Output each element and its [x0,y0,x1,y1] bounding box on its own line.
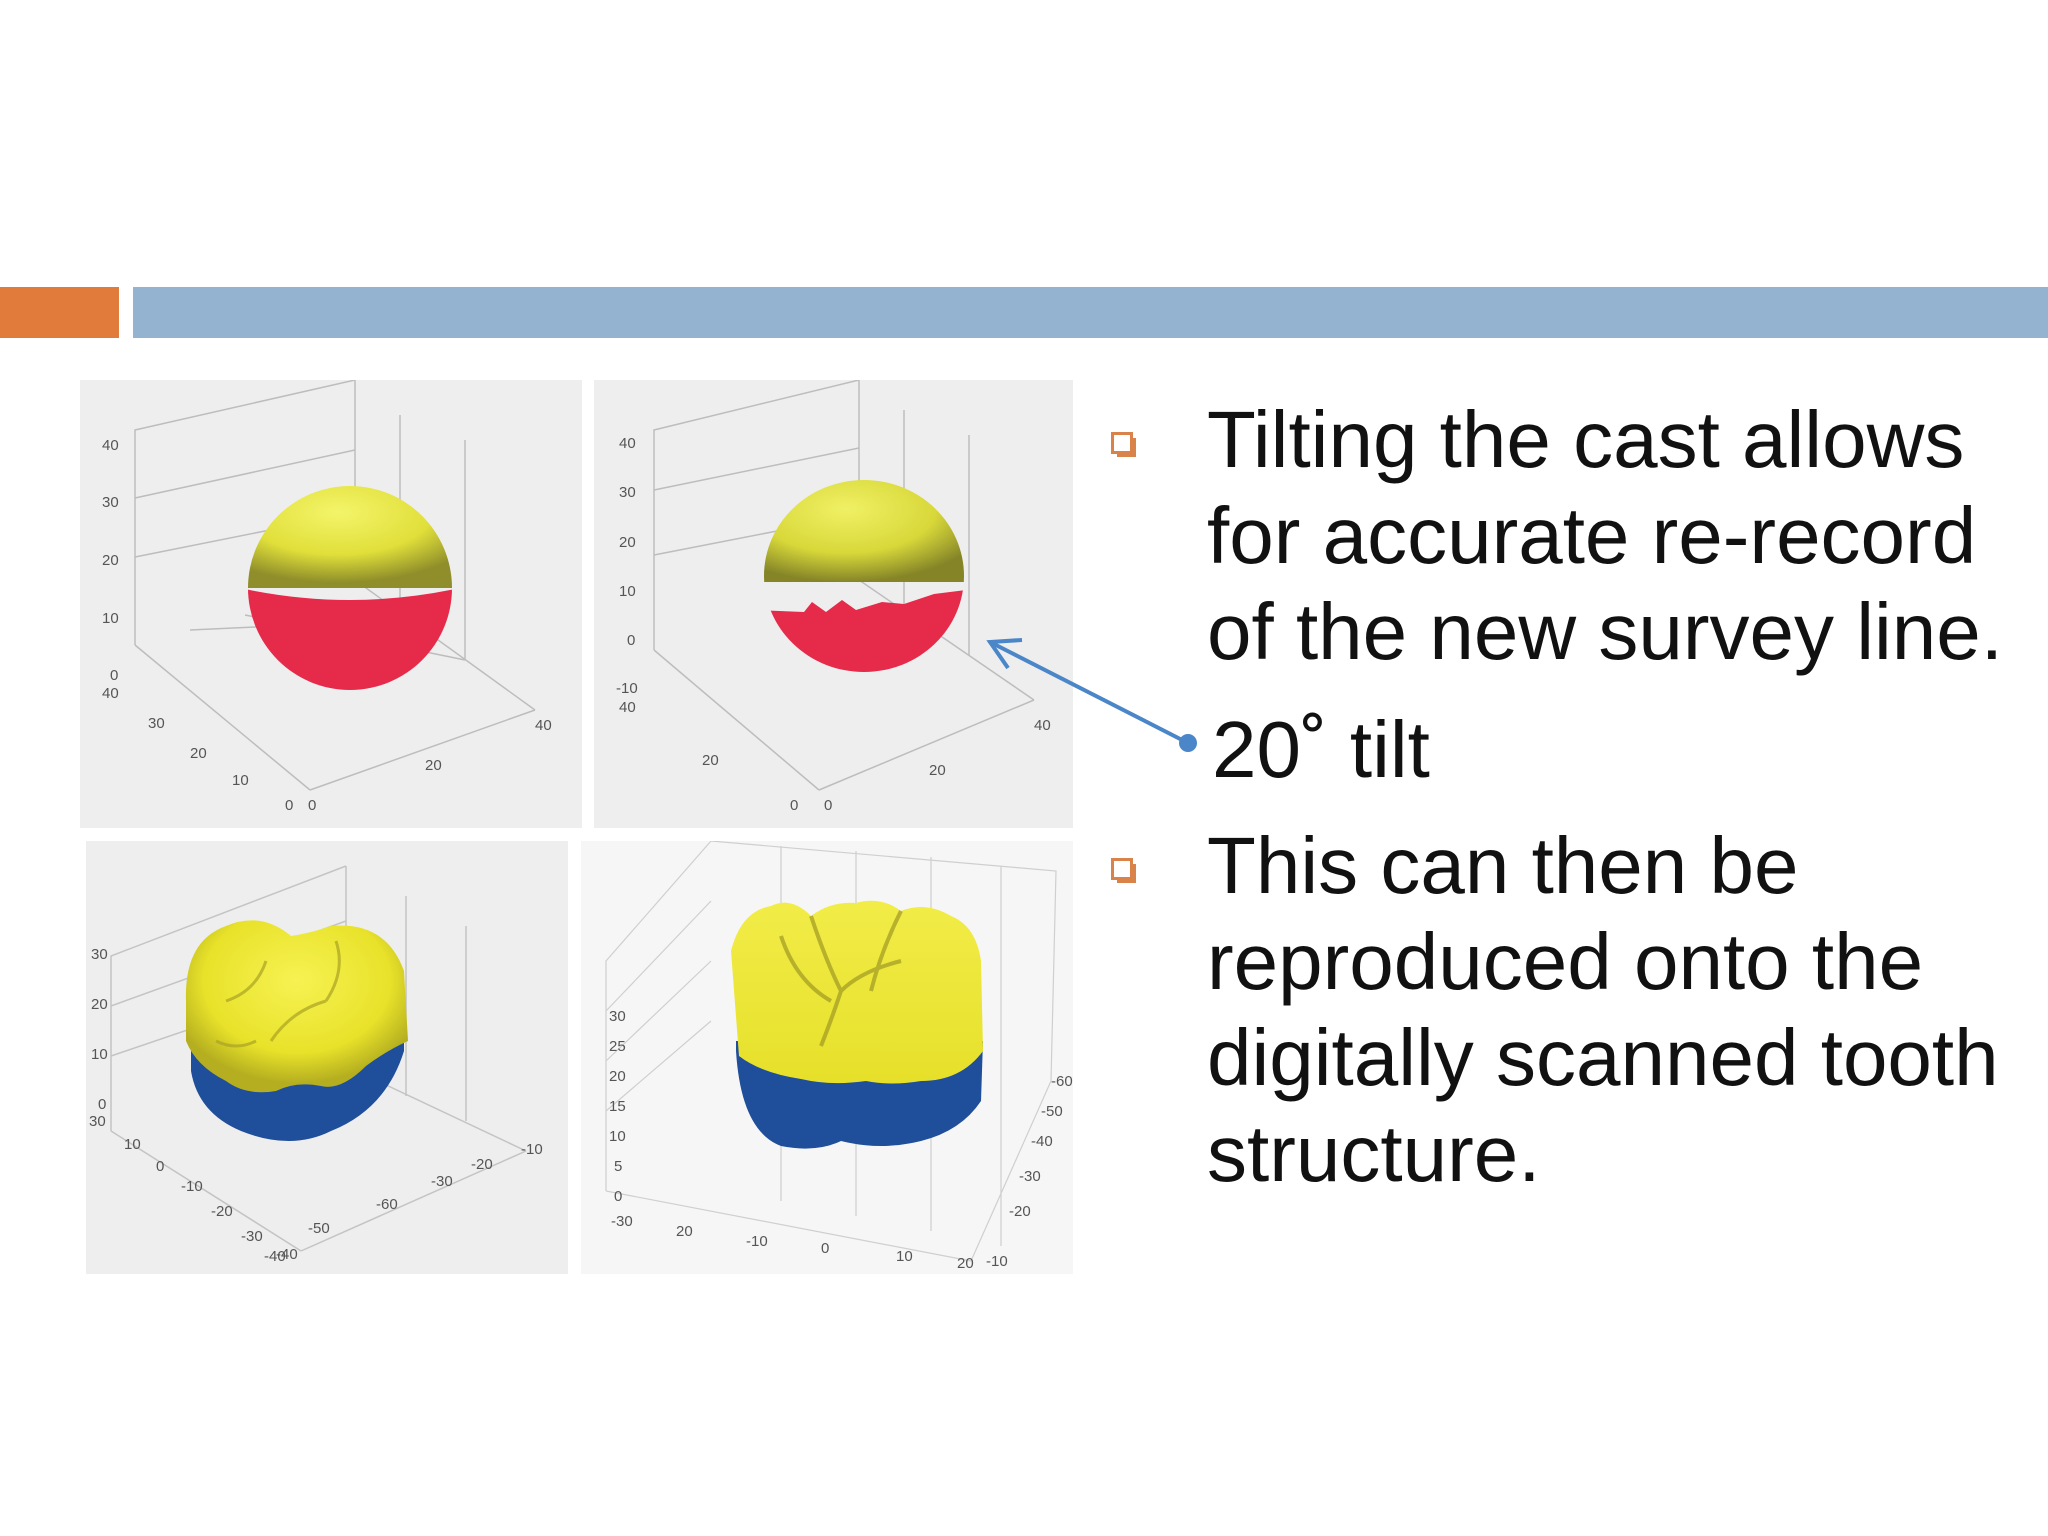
tick-label: -20 [1009,1203,1031,1220]
tick-label: 30 [148,715,165,732]
tick-label: -10 [616,680,638,697]
bullet-list: Tilting the cast allows for accurate re-… [1105,392,2035,1202]
figure-tooth-untilted: 30 20 10 0 30 10 0 -10 -20 -30 -40 -50 -… [86,841,568,1274]
tick-label: 30 [619,484,636,501]
tick-label: 0 [614,1188,622,1205]
tick-label: 0 [285,797,293,814]
bullet-text: Tilting the cast allows for accurate re-… [1207,395,2003,676]
tick-label: -40 [264,1248,286,1265]
tick-label: 20 [702,752,719,769]
tick-label: 10 [896,1248,913,1265]
tick-label: 40 [535,717,552,734]
tick-label: -30 [241,1228,263,1245]
tick-label: 10 [609,1128,626,1145]
tick-label: -20 [471,1156,493,1173]
bullet-text: This can then be reproduced onto the dig… [1207,821,1999,1198]
tick-label: -10 [746,1233,768,1250]
tick-label: 20 [91,996,108,1013]
tick-label: -60 [1051,1073,1073,1090]
tick-label: 40 [102,685,119,702]
tick-label: 40 [619,699,636,716]
tooth-tilted-plot: 30 25 20 15 10 5 0 -30 20 -10 0 10 20 -6… [581,841,1073,1274]
tick-label: 20 [957,1255,974,1272]
tick-label: -20 [211,1203,233,1220]
tick-label: 20 [929,762,946,779]
figure-tooth-tilted: 30 25 20 15 10 5 0 -30 20 -10 0 10 20 -6… [581,841,1073,1274]
tick-label: 40 [1034,717,1051,734]
tick-label: -30 [431,1173,453,1190]
tick-label: -50 [1041,1103,1063,1120]
tick-label: 0 [156,1158,164,1175]
tick-label: 20 [609,1068,626,1085]
tick-label: 20 [425,757,442,774]
tick-label: 20 [102,552,119,569]
tick-label: 5 [614,1158,622,1175]
tick-label: 0 [821,1240,829,1257]
tick-label: -50 [308,1220,330,1237]
tick-label: 10 [619,583,636,600]
tick-label: 30 [89,1113,106,1130]
tick-label: 0 [308,797,316,814]
title-accent-blue [133,287,2048,338]
tilt-annotation: 20˚ tilt [1212,705,1430,794]
tick-label: 15 [609,1098,626,1115]
sphere-tilted-plot: 40 30 20 10 0 -10 40 20 0 0 20 40 [616,380,1051,814]
tick-label: 0 [627,632,635,649]
tick-label: 0 [824,797,832,814]
tick-label: -40 [276,1246,298,1263]
figure-sphere-tilted: 40 30 20 10 0 -10 40 20 0 0 20 40 [594,380,1073,828]
tick-label: -10 [521,1141,543,1158]
tick-label: 10 [102,610,119,627]
tick-label: -10 [986,1253,1008,1270]
tick-label: -30 [611,1213,633,1230]
tick-label: 0 [790,797,798,814]
tick-label: 40 [102,437,119,454]
tick-label: 10 [91,1046,108,1063]
tick-label: 0 [98,1096,106,1113]
tick-label: 10 [232,772,249,789]
square-bullet-icon [1111,432,1136,457]
figure-sphere-untilted: 40 30 20 10 0 40 30 20 10 0 0 20 40 [80,380,582,828]
sphere-untilted-plot: 40 30 20 10 0 40 30 20 10 0 0 20 40 [102,380,552,814]
tick-label: -30 [1019,1168,1041,1185]
tick-label: -60 [376,1196,398,1213]
bullet-item: Tilting the cast allows for accurate re-… [1105,392,2035,680]
tick-label: 0 [110,667,118,684]
tick-label: 20 [676,1223,693,1240]
title-accent-orange [0,287,119,338]
tooth-untilted-plot: 30 20 10 0 30 10 0 -10 -20 -30 -40 -50 -… [89,865,543,1265]
tick-label: 40 [619,435,636,452]
tick-label: 30 [609,1008,626,1025]
tick-label: -40 [1031,1133,1053,1150]
square-bullet-icon [1111,858,1136,883]
tick-label: 20 [190,745,207,762]
tick-label: 30 [102,494,119,511]
tick-label: 30 [91,946,108,963]
tick-label: 25 [609,1038,626,1055]
tick-label: 10 [124,1136,141,1153]
tick-label: -10 [181,1178,203,1195]
tick-label: 20 [619,534,636,551]
bullet-item: This can then be reproduced onto the dig… [1105,818,2035,1202]
